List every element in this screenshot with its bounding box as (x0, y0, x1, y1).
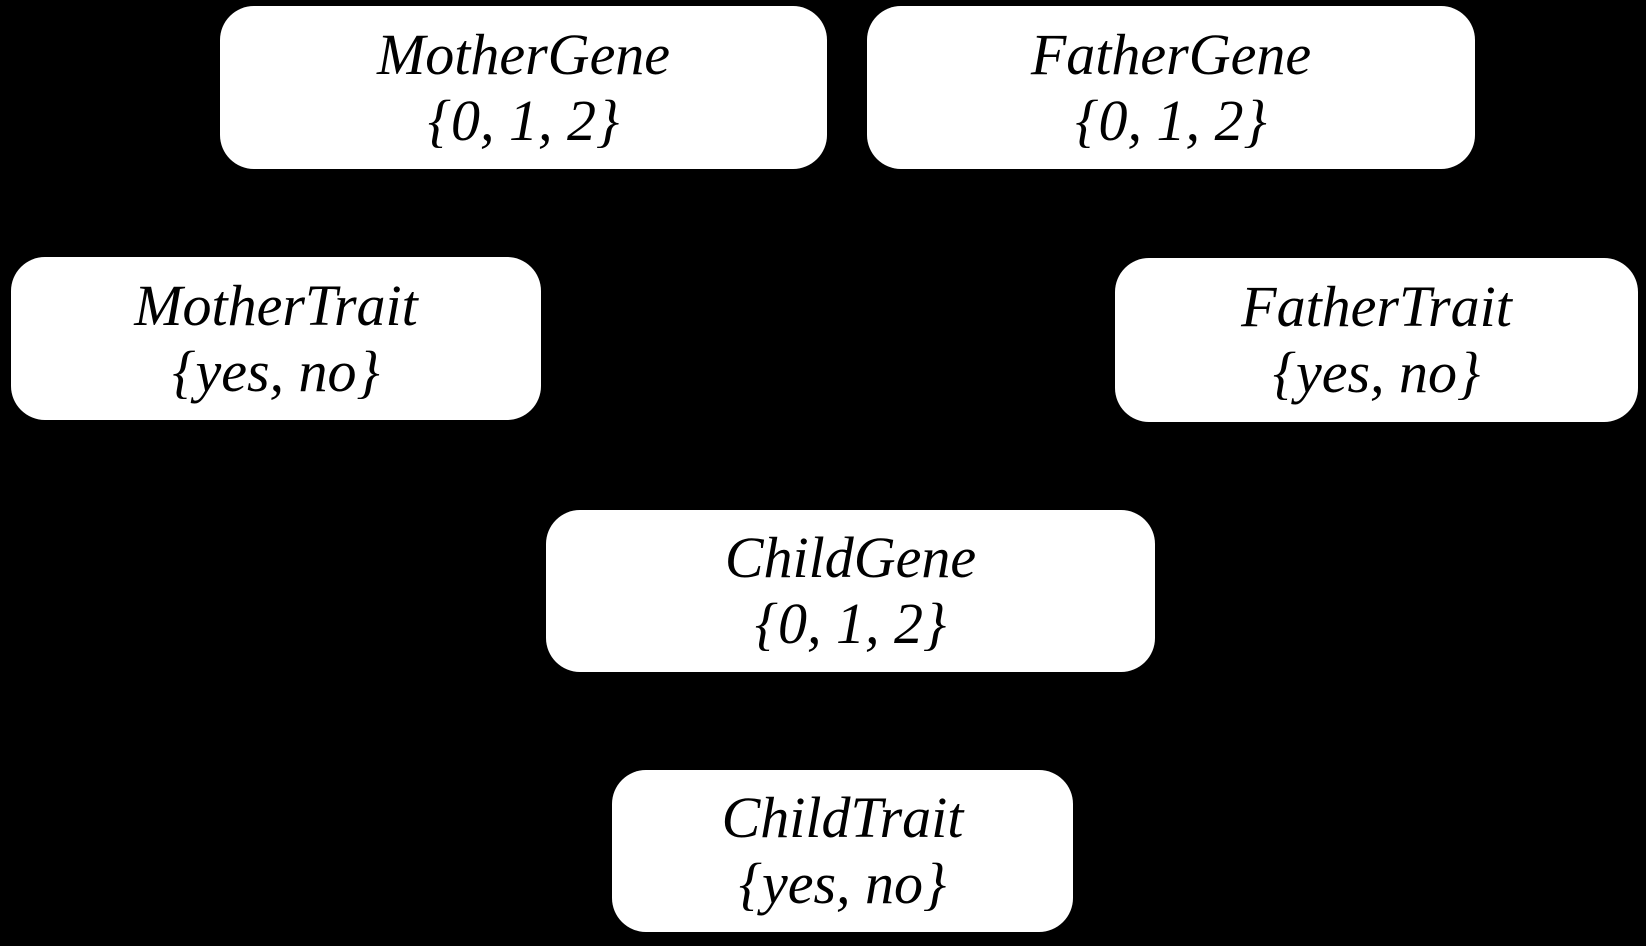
node-domain: {0, 1, 2} (754, 591, 947, 656)
node-mother-gene: MotherGene {0, 1, 2} (220, 6, 827, 169)
node-title: MotherGene (376, 21, 671, 87)
node-domain: {0, 1, 2} (1075, 87, 1267, 153)
node-mother-trait: MotherTrait {yes, no} (11, 257, 541, 420)
node-title: MotherTrait (134, 272, 418, 338)
node-title: FatherTrait (1241, 274, 1512, 339)
node-child-trait: ChildTrait {yes, no} (612, 770, 1073, 932)
node-domain: {0, 1, 2} (427, 87, 620, 153)
node-title: ChildGene (724, 525, 977, 590)
node-father-gene: FatherGene {0, 1, 2} (867, 6, 1475, 169)
node-father-trait: FatherTrait {yes, no} (1115, 258, 1638, 422)
node-child-gene: ChildGene {0, 1, 2} (546, 510, 1155, 672)
node-domain: {yes, no} (172, 338, 380, 404)
node-domain: {yes, no} (1272, 340, 1481, 405)
node-domain: {yes, no} (738, 851, 947, 916)
node-title: ChildTrait (721, 785, 964, 850)
node-title: FatherGene (1030, 21, 1312, 87)
